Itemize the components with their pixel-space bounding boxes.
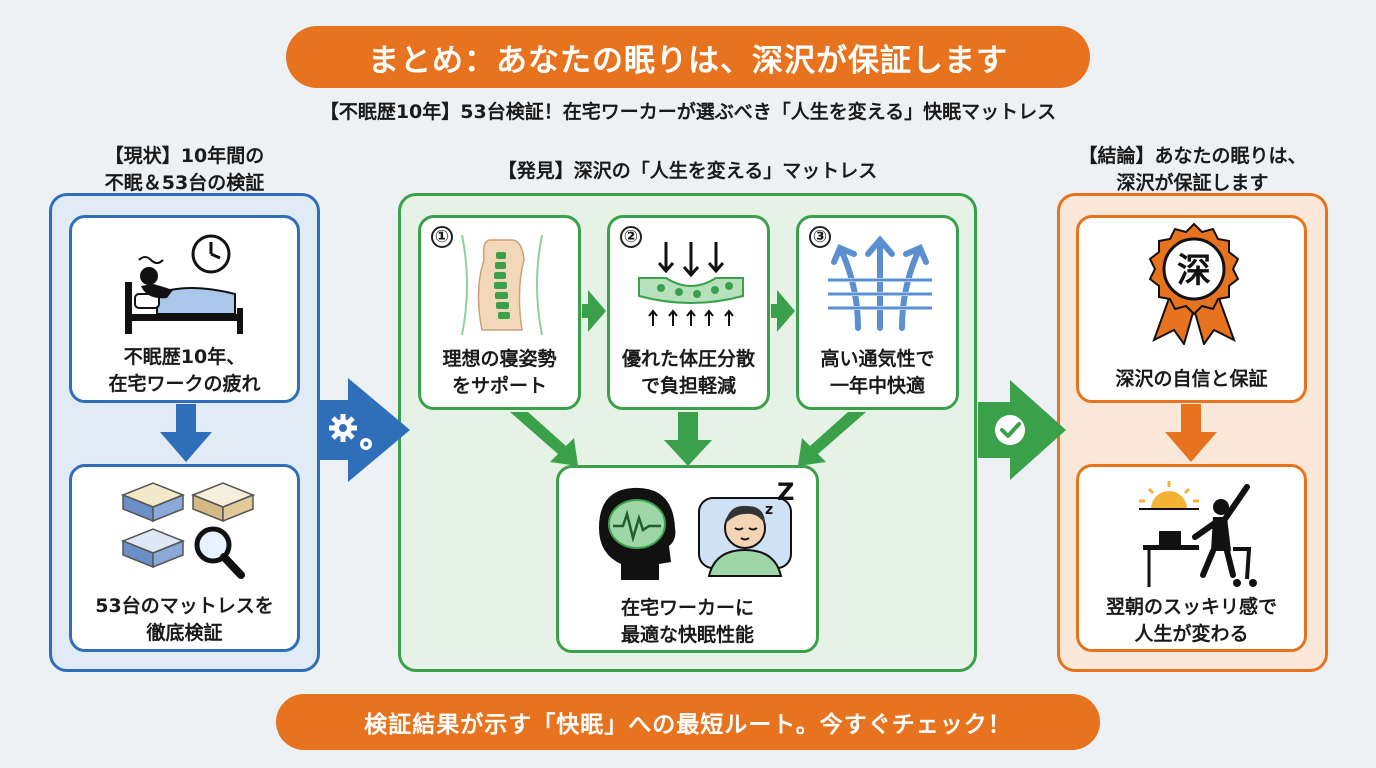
item-number: ② bbox=[620, 226, 642, 248]
insomnia-label: 不眠歴10年、 在宅ワークの疲れ bbox=[108, 346, 261, 395]
refresh-label: 翌朝のスッキリ感で 人生が変わる bbox=[1105, 596, 1277, 645]
pressure-label: 優れた体圧分散 で負担軽減 bbox=[621, 348, 755, 397]
badge-char: 深 bbox=[1177, 251, 1211, 291]
result-label: 在宅ワーカーに 最適な快眠性能 bbox=[620, 597, 754, 646]
blue-process-arrow bbox=[320, 378, 410, 482]
sleeping-face-icon: Z z bbox=[698, 478, 794, 577]
item-number: ① bbox=[431, 226, 453, 248]
svg-text:z: z bbox=[765, 502, 773, 518]
airflow-card: ③ 高い通気性で 一年中快適 bbox=[796, 215, 959, 410]
magnifier-icon bbox=[194, 526, 245, 579]
gears-icon bbox=[329, 414, 372, 450]
guarantee-card: 深 深沢の自信と保証 bbox=[1076, 215, 1307, 403]
verification-label: 53台のマットレスを 徹底検証 bbox=[95, 595, 274, 644]
green-result-arrow bbox=[978, 380, 1066, 480]
page-subtitle: 【不眠歴10年】53台検証！在宅ワーカーが選ぶべき「人生を変える」快眠マットレス bbox=[319, 101, 1057, 123]
mattress-stack-icon bbox=[120, 482, 256, 579]
down-arrow-right bbox=[1165, 404, 1217, 462]
svg-text:Z: Z bbox=[777, 478, 794, 506]
guarantee-label: 深沢の自信と保証 bbox=[1115, 368, 1268, 390]
converging-arrows bbox=[510, 412, 866, 466]
airflow-label: 高い通気性で 一年中快適 bbox=[820, 348, 935, 397]
result-card: Z z 在宅ワーカーに 最適な快眠性能 bbox=[556, 465, 819, 653]
sleeping-person-icon bbox=[125, 234, 243, 334]
brain-icon bbox=[599, 487, 676, 580]
airflow-icon bbox=[828, 235, 932, 331]
right-column-title: 【結論】あなたの眠りは、 深沢が保証します bbox=[1078, 145, 1307, 194]
check-icon bbox=[1000, 422, 1021, 438]
rosette-badge-icon: 深 bbox=[1148, 222, 1240, 345]
item-number: ③ bbox=[809, 226, 831, 248]
pressure-icon bbox=[638, 242, 744, 326]
item-arrows bbox=[582, 290, 795, 332]
down-arrow-left bbox=[160, 404, 212, 462]
refresh-card: 翌朝のスッキリ感で 人生が変わる bbox=[1076, 464, 1307, 652]
sunrise-desk-icon bbox=[1139, 481, 1257, 587]
middle-column-title: 【発見】深沢の「人生を変える」マットレス bbox=[497, 160, 878, 182]
verification-card: 53台のマットレスを 徹底検証 bbox=[69, 464, 300, 652]
spine-icon bbox=[461, 234, 543, 336]
posture-label: 理想の寝姿勢 をサポート bbox=[442, 348, 557, 397]
insomnia-card: 不眠歴10年、 在宅ワークの疲れ bbox=[69, 215, 300, 403]
call-to-action[interactable]: 検証結果が示す「快眠」への最短ルート。今すぐチェック！ bbox=[276, 694, 1100, 750]
left-column-title: 【現状】10年間の 不眠＆53台の検証 bbox=[104, 145, 265, 194]
pressure-card: ② 優れた体圧分散 で負担軽減 bbox=[607, 215, 770, 410]
page-title: まとめ：あなたの眠りは、深沢が保証します bbox=[286, 26, 1090, 88]
posture-card: ① 理想の寝姿勢 をサポート bbox=[418, 215, 581, 410]
